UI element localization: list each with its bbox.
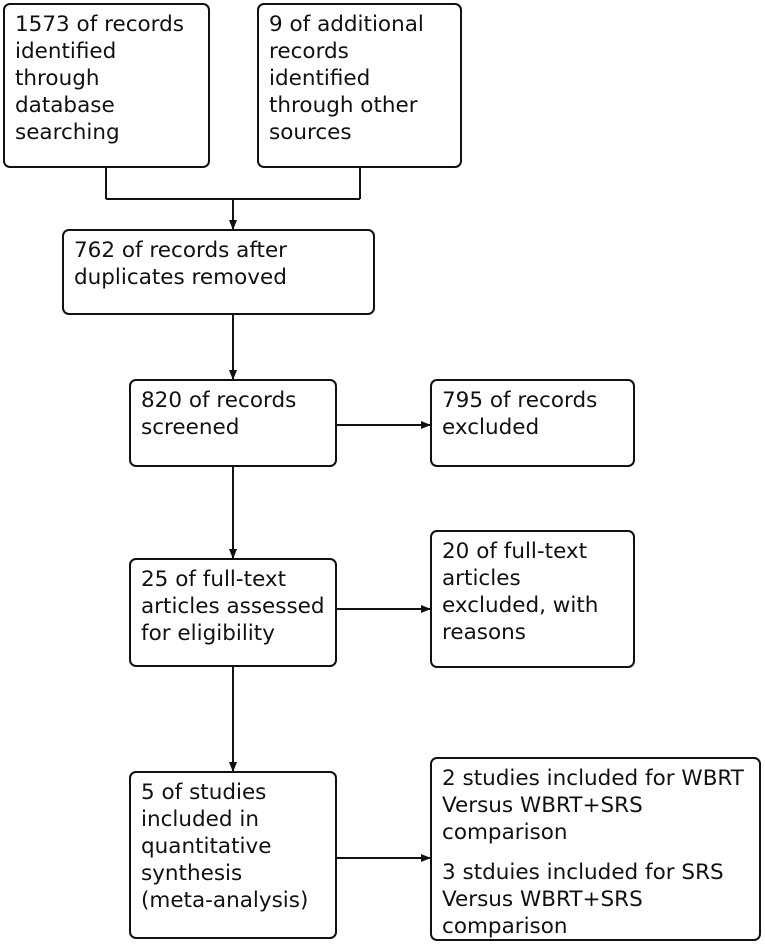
box-line: through [15,66,100,91]
box-line: 1573 of records [15,12,184,37]
box-line: articles [442,566,521,591]
box-line: sources [269,120,352,145]
box-line: comparison [442,914,568,939]
records-after-duplicates-box: 762 of records after duplicates removed [62,229,375,315]
box-line: articles assessed [141,594,325,619]
box-line: searching [15,120,120,145]
box-line: Versus WBRT+SRS [442,793,643,818]
fulltext-assessed-box: 25 of full-text articles assessed for el… [129,558,337,667]
box-line: identified [269,66,371,91]
box-line: excluded [442,415,540,440]
box-line: 5 of studies [141,780,267,805]
records-screened-box: 820 of records screened [129,379,337,467]
box-line: 20 of full-text [442,539,588,564]
box-line: (meta-analysis) [141,888,309,913]
box-line: 762 of records after [74,238,288,263]
box-line: identified [15,39,117,64]
studies-included-breakdown-box: 2 studies included for WBRT Versus WBRT+… [430,757,761,941]
box-line: quantitative [141,834,272,859]
records-excluded-box: 795 of records excluded [430,379,635,467]
box-line: for eligibility [141,621,275,646]
fulltext-excluded-box: 20 of full-text articles excluded, with … [430,530,635,668]
studies-included-box: 5 of studies included in quantitative sy… [129,771,337,939]
box-line: included in [141,807,259,832]
box-line: database [15,93,115,118]
breakdown-group-srs: 3 stduies included for SRS Versus WBRT+S… [442,859,751,940]
box-line: 820 of records [141,388,297,413]
breakdown-group-wbrt: 2 studies included for WBRT Versus WBRT+… [442,765,751,846]
box-line: records [269,39,349,64]
box-line: comparison [442,820,568,845]
box-line: screened [141,415,240,440]
box-line: 9 of additional [269,12,424,37]
box-line: reasons [442,620,526,645]
box-line: 795 of records [442,388,598,413]
box-line: 3 stduies included for SRS [442,860,724,885]
records-identified-database-box: 1573 of records identified through datab… [3,3,210,168]
box-line: excluded, with [442,593,599,618]
box-line: 2 studies included for WBRT [442,766,744,791]
box-line: Versus WBRT+SRS [442,887,643,912]
box-line: synthesis [141,861,243,886]
box-line: through other [269,93,418,118]
box-line: 25 of full-text [141,567,287,592]
records-identified-other-sources-box: 9 of additional records identified throu… [257,3,462,168]
box-line: duplicates removed [74,265,287,290]
